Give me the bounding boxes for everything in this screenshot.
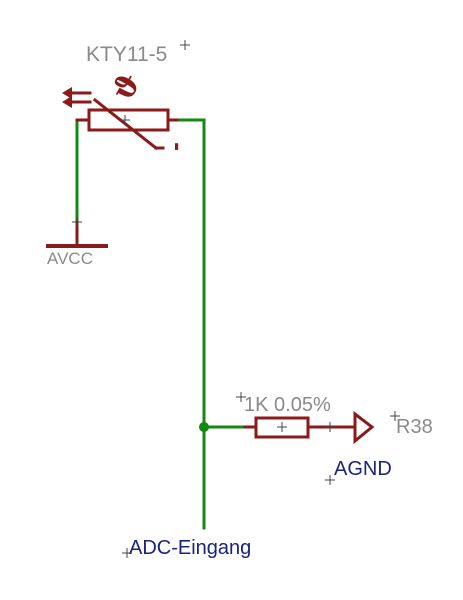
origin-cross <box>325 475 335 485</box>
resistor-icon <box>243 416 357 439</box>
sensor-name: KTY11-5 <box>86 43 167 66</box>
origin-cross <box>122 548 132 558</box>
ground-label: AGND <box>334 458 392 480</box>
junction-dot <box>199 422 209 432</box>
wires <box>75 118 256 530</box>
thermal-symbol: ϑ <box>105 67 148 107</box>
origin-cross <box>180 40 190 50</box>
supply-bar-icon <box>46 217 108 248</box>
supply-label: AVCC <box>47 249 93 268</box>
resistor-value: 1K 0.05% <box>244 394 331 416</box>
thermistor-icon: ϑ - <box>62 67 189 151</box>
origin-cross <box>120 115 130 125</box>
resistor-name: R38 <box>396 416 433 438</box>
origin-cross <box>277 422 287 432</box>
output-label: ADC-Eingang <box>129 537 251 559</box>
origin-cross <box>325 422 335 432</box>
ground-arrow-icon <box>353 410 375 445</box>
origin-cross <box>390 411 400 421</box>
thermal-arrows-icon <box>62 87 92 108</box>
origin-cross <box>72 217 82 227</box>
minus-mark: - <box>164 142 189 151</box>
origin-cross <box>236 392 246 402</box>
